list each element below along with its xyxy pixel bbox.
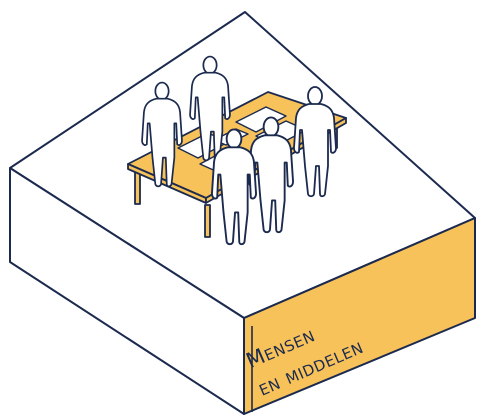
block-right-face: [243, 217, 476, 415]
